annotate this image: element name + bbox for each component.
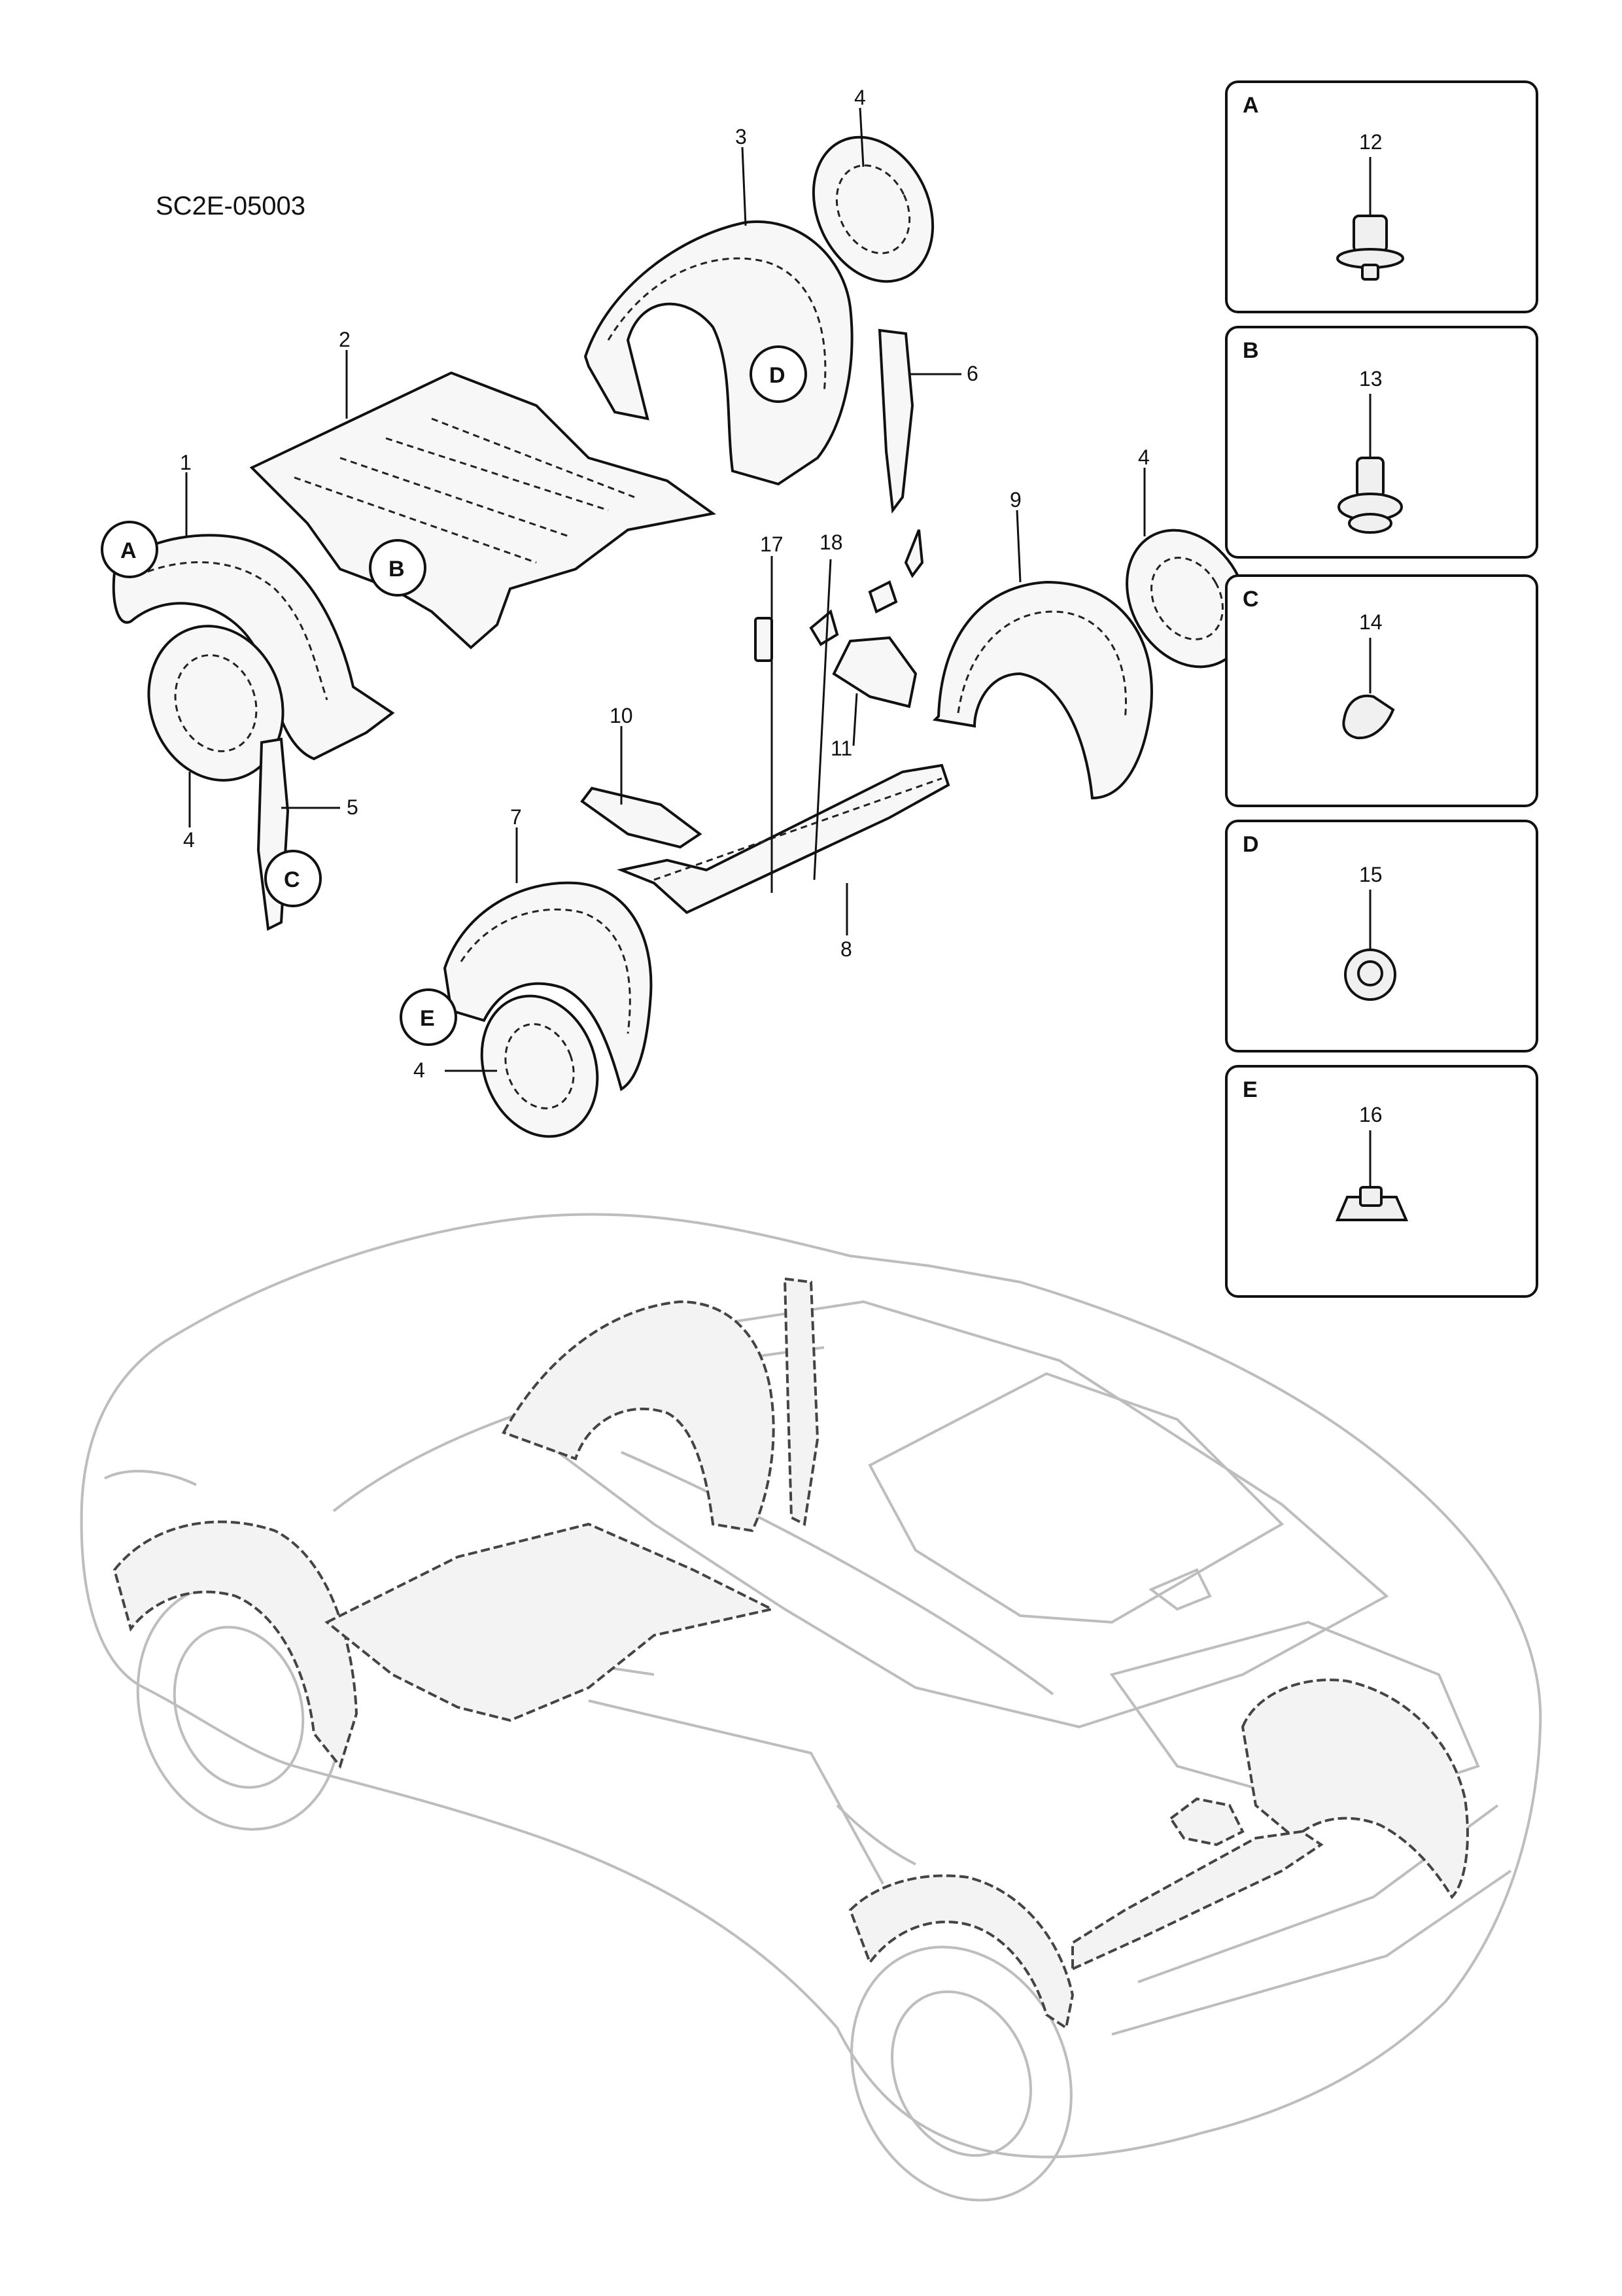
svg-text:A: A [120,538,137,563]
svg-text:13: 13 [1359,367,1383,391]
callout-18: 18 [820,531,843,554]
callout-4-front-right: 4 [854,86,866,109]
svg-text:15: 15 [1359,863,1383,886]
part-4-rear-left-wheel[interactable] [463,980,617,1153]
part-4-rear-right-wheel[interactable] [1103,508,1271,689]
svg-text:D: D [1243,832,1259,857]
part-3-front-right-wheel-liner[interactable] [583,220,854,486]
callout-2: 2 [339,328,351,351]
ring-B[interactable]: B [369,539,426,597]
callout-4-front-left: 4 [183,828,195,852]
part-4-front-right-wheel[interactable] [791,118,955,301]
part-9-rear-right-wheel-liner[interactable] [932,580,1153,800]
ring-D[interactable]: D [750,345,807,403]
leader-lines [185,107,1146,1072]
clip-12-icon [1336,215,1404,281]
part-6-front-right-seal[interactable] [878,328,914,514]
ring-E[interactable]: E [400,988,457,1046]
callout-8: 8 [840,937,852,961]
svg-text:12: 12 [1359,130,1383,154]
callout-3: 3 [735,125,747,148]
inset-A[interactable]: A 12 [1225,80,1538,313]
installed-parts-on-vehicle [112,1277,1469,2030]
inset-D[interactable]: D 15 [1225,820,1538,1052]
svg-text:C: C [1243,587,1259,612]
vehicle-illustration [80,1213,1542,2202]
part-11-rear-liner-piece[interactable] [832,636,918,708]
clip-15-icon [1344,948,1396,1001]
inset-C[interactable]: C 14 [1225,574,1538,807]
svg-text:B: B [388,557,405,582]
clip-13-icon [1337,457,1403,534]
clip-16-icon [1335,1186,1409,1221]
inset-E[interactable]: E 16 [1225,1065,1538,1298]
callout-4-rear-left: 4 [413,1058,425,1082]
svg-text:E: E [420,1006,435,1031]
part-2-underbody-panel[interactable] [249,371,716,650]
svg-text:B: B [1243,338,1259,363]
callout-1: 1 [180,451,192,474]
part-7-rear-left-wheel-liner[interactable] [443,881,653,1092]
callout-10: 10 [610,704,633,727]
ring-A[interactable]: A [101,521,158,578]
callout-9: 9 [1010,488,1022,512]
svg-text:E: E [1243,1077,1258,1102]
part-10-rear-bracket[interactable] [580,786,702,849]
svg-text:D: D [769,363,785,388]
callout-5: 5 [347,795,358,819]
callout-4-rear-right: 4 [1138,445,1150,469]
inset-B[interactable]: B 13 [1225,326,1538,559]
svg-text:C: C [284,867,300,892]
ring-C[interactable]: C [264,850,322,907]
callout-17: 17 [760,532,784,556]
clip-14-icon [1342,694,1395,740]
part-17-seal[interactable] [754,617,773,662]
part-8-rear-underbody-bar[interactable] [617,763,950,914]
callout-11: 11 [831,737,852,760]
part-18-bracket[interactable] [809,529,924,646]
diagram-code: SC2E-05003 [156,192,305,220]
part-1-front-left-wheel-liner[interactable] [112,534,395,761]
callouts: 1 2 3 4 6 4 9 4 5 7 8 10 11 17 18 4 [180,86,1150,1082]
callout-6: 6 [967,362,978,385]
part-4-front-left-wheel[interactable] [128,607,304,799]
callout-7: 7 [510,805,522,829]
svg-text:16: 16 [1359,1103,1383,1126]
svg-text:A: A [1243,93,1259,118]
svg-text:14: 14 [1359,610,1383,634]
